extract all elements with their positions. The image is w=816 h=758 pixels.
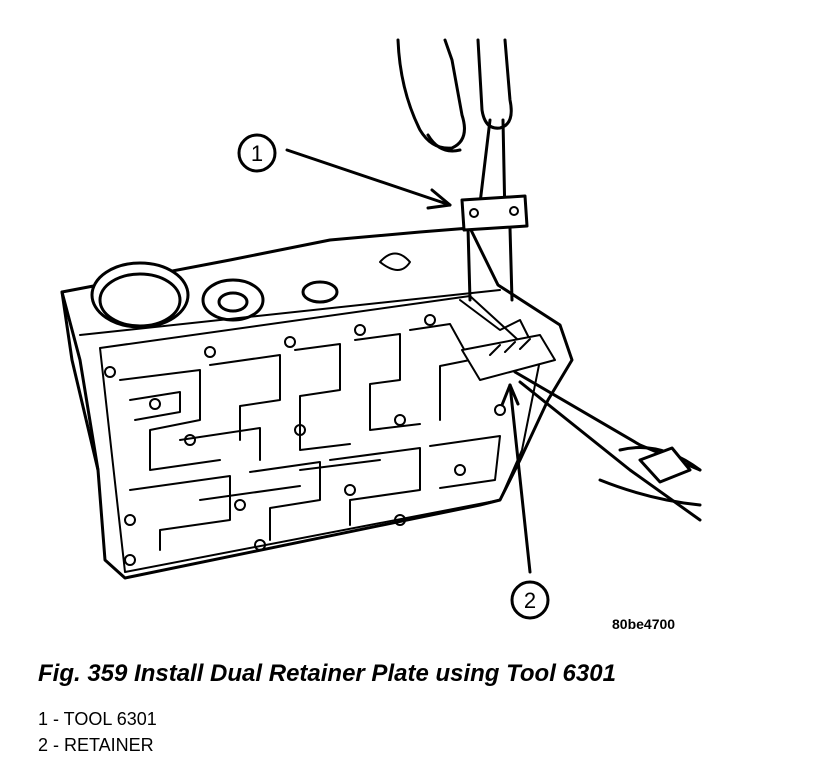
pliers-and-retainer <box>461 334 702 522</box>
legend-item-1: 1 - TOOL 6301 <box>38 709 157 729</box>
svg-text:2: 2 <box>524 588 536 613</box>
leader-arrows <box>285 148 532 574</box>
hand-with-tool <box>396 38 529 302</box>
callout-legend: 1 - TOOL 6301 2 - RETAINER <box>38 706 157 758</box>
callout-2: 2 <box>510 580 550 620</box>
svg-text:1: 1 <box>251 141 263 166</box>
image-reference-id: 80be4700 <box>612 616 676 632</box>
valve-body-illustration: 1 2 <box>60 38 702 620</box>
figure-caption: Fig. 359 Install Dual Retainer Plate usi… <box>38 660 616 687</box>
callout-1: 1 <box>237 133 277 173</box>
legend-item-2: 2 - RETAINER <box>38 735 154 755</box>
valve-body <box>60 226 574 580</box>
